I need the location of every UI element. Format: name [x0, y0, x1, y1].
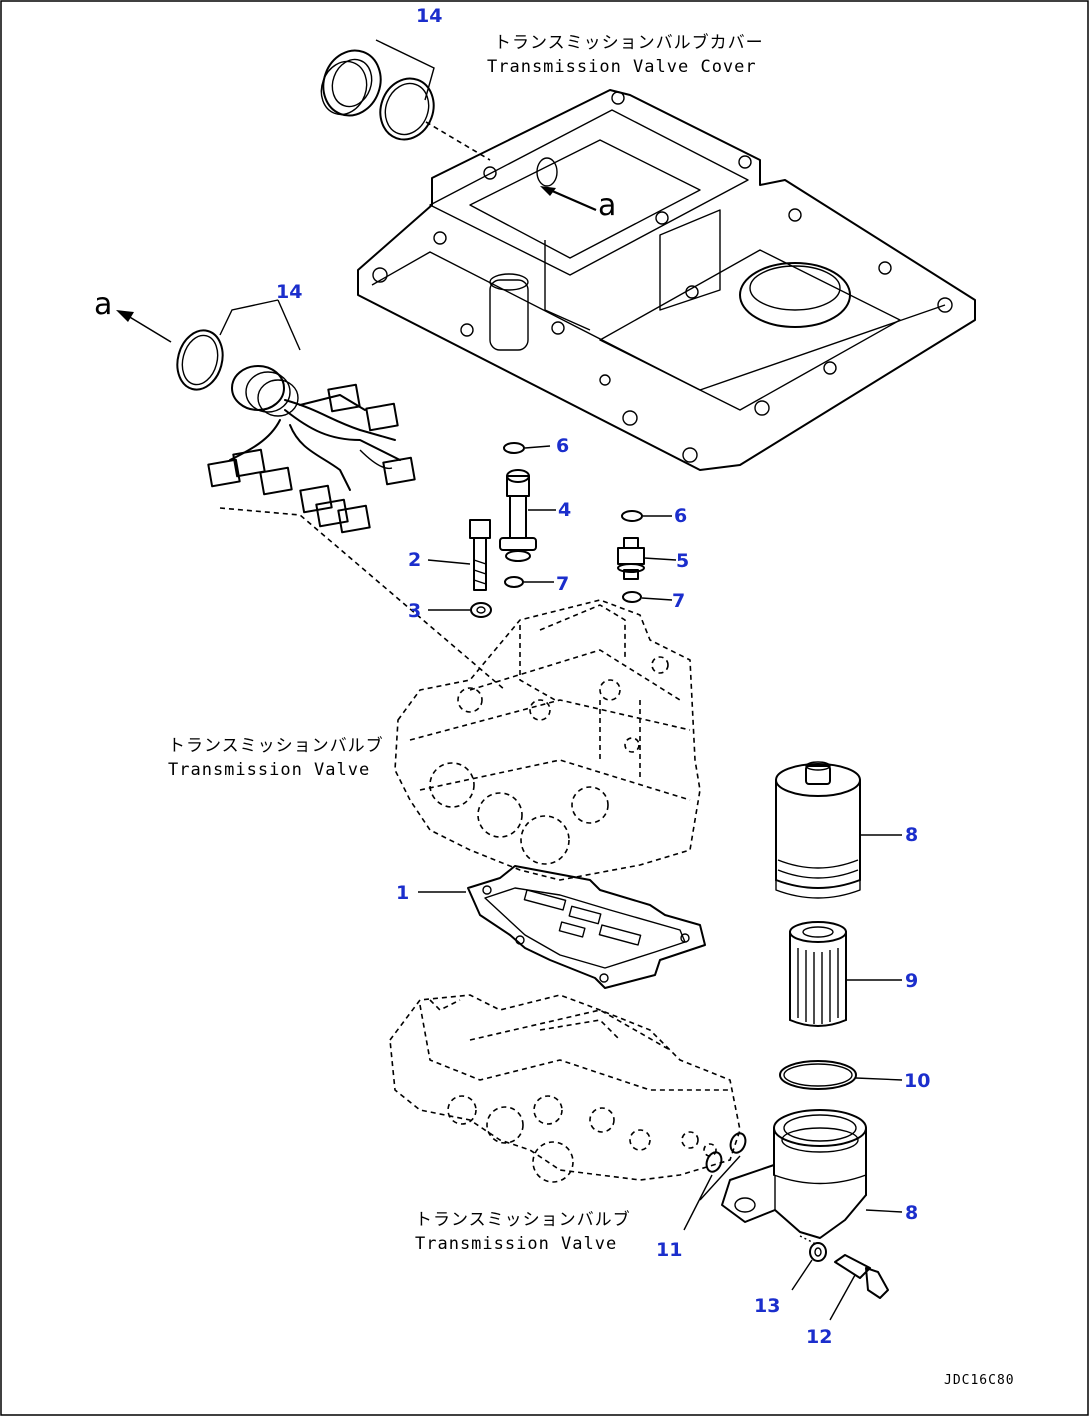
valve-lower-label-jp: トランスミッションバルブ: [415, 1209, 631, 1230]
callout-14[interactable]: 14: [416, 5, 442, 27]
callout-8[interactable]: 8: [905, 1202, 918, 1224]
part-14-wire-harness: [116, 299, 506, 691]
part-9-filter-element: [789, 921, 902, 1027]
valve-lower-label-en: Transmission Valve: [415, 1234, 617, 1254]
callout-1[interactable]: 1: [396, 882, 409, 904]
part-7-o-rings: [504, 576, 673, 603]
valve-upper-label-jp: トランスミッションバルブ: [168, 735, 384, 756]
callout-7[interactable]: 7: [672, 590, 685, 612]
part-5-sensor: [617, 537, 677, 580]
callout-8[interactable]: 8: [905, 824, 918, 846]
part-2-bolt: [427, 519, 491, 591]
callout-9[interactable]: 9: [905, 970, 918, 992]
callout-7[interactable]: 7: [556, 573, 569, 595]
callout-3[interactable]: 3: [408, 600, 421, 622]
transmission-valve-cover: [357, 89, 976, 471]
part-14-seal-rings-top: [320, 39, 491, 161]
callout-2[interactable]: 2: [408, 549, 421, 571]
callout-6[interactable]: 6: [674, 505, 687, 527]
transmission-valve-upper: [394, 599, 701, 881]
part-4-solenoid: [499, 469, 556, 562]
part-11-o-rings: [683, 1132, 747, 1231]
part-3-washer: [428, 602, 492, 618]
callout-14[interactable]: 14: [276, 281, 302, 303]
callout-10[interactable]: 10: [904, 1070, 930, 1092]
callout-11[interactable]: 11: [656, 1239, 682, 1261]
callout-6[interactable]: 6: [556, 435, 569, 457]
valve-upper-label-en: Transmission Valve: [168, 760, 370, 780]
callout-4[interactable]: 4: [558, 499, 571, 521]
callout-5[interactable]: 5: [676, 550, 689, 572]
cover-label-en: Transmission Valve Cover: [487, 57, 757, 77]
part-8-filter-head: [721, 1109, 903, 1239]
view-marker-left: a: [94, 287, 112, 322]
part-12-drain-plug: [829, 1254, 889, 1321]
part-8-filter-case: [775, 761, 902, 899]
callout-13[interactable]: 13: [754, 1295, 780, 1317]
part-1-gasket: [418, 865, 706, 989]
cover-label-jp: トランスミッションバルブカバー: [494, 32, 764, 53]
part-6-o-rings: [503, 442, 672, 522]
transmission-valve-lower: [389, 994, 741, 1183]
drawing-reference: JDC16C80: [944, 1373, 1015, 1388]
part-10-o-ring: [779, 1060, 903, 1090]
view-marker-top: a: [598, 188, 616, 223]
part-13-washer: [791, 1235, 827, 1291]
callout-12[interactable]: 12: [806, 1326, 832, 1348]
